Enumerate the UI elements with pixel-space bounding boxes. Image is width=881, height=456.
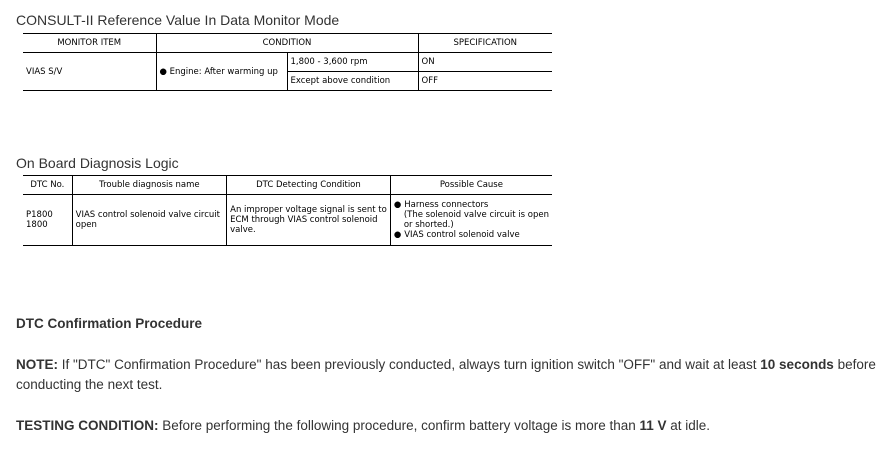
cause-item: ●VIAS control solenoid valve <box>394 230 549 240</box>
bullet-icon: ● <box>393 200 402 210</box>
condition-main-text: Engine: After warming up <box>169 66 278 77</box>
header-possible-cause: Possible Cause <box>390 175 552 195</box>
testing-bold-value: 11 V <box>639 418 667 433</box>
trouble-name-line: open <box>75 220 97 230</box>
condition-sub-cell: Except above condition <box>287 71 419 91</box>
header-monitor-item: MONITOR ITEM <box>23 33 157 53</box>
cause-item: ●Harness connectors <box>394 200 549 210</box>
reference-value-table: MONITOR ITEM CONDITION SPECIFICATION VIA… <box>23 33 552 91</box>
spec-value-cell: OFF <box>421 76 438 86</box>
condition-line: ECM through VIAS control solenoid <box>230 215 378 225</box>
table-row: Except above condition OFF <box>23 71 552 91</box>
cause-subtext: (The solenoid valve circuit is open <box>403 210 549 220</box>
testing-label: TESTING CONDITION: <box>16 418 159 433</box>
monitor-item-cell: VIAS S/V <box>23 52 157 91</box>
dtc-number-cell: P1800 1800 <box>23 194 73 246</box>
testing-paragraph: TESTING CONDITION: Before performing the… <box>16 416 876 436</box>
note-label: NOTE: <box>16 357 58 372</box>
procedure-heading-text: DTC Confirmation Procedure <box>16 316 203 331</box>
diagnosis-logic-table: DTC No. Trouble diagnosis name DTC Detec… <box>23 175 552 246</box>
possible-cause-cell: ●Harness connectors (The solenoid valve … <box>390 195 552 246</box>
dtc-code-alt: 1800 <box>26 220 48 230</box>
procedure-heading: DTC Confirmation Procedure <box>16 314 876 334</box>
condition-line: valve. <box>230 225 256 235</box>
table-row: P1800 1800 VIAS control solenoid valve c… <box>23 194 552 246</box>
note-bold-value: 10 seconds <box>760 357 834 372</box>
cause-text: Harness connectors <box>404 200 489 210</box>
note-paragraph: NOTE: If "DTC" Confirmation Procedure" h… <box>16 355 876 395</box>
dtc-code: P1800 <box>26 210 53 220</box>
header-specification: SPECIFICATION <box>418 33 552 53</box>
cause-subtext: or shorted.) <box>403 220 454 230</box>
condition-sub-cell: 1,800 - 3,600 rpm <box>287 52 419 72</box>
condition-line: An improper voltage signal is sent to <box>230 205 387 215</box>
condition-main-cell: ● Engine: After warming up <box>156 52 288 91</box>
header-detecting-condition: DTC Detecting Condition <box>226 175 391 195</box>
spec-value-cell: ON <box>418 52 552 72</box>
testing-text-end: at idle. <box>666 418 711 433</box>
note-text: If "DTC" Confirmation Procedure" has bee… <box>58 357 761 372</box>
trouble-name-line: VIAS control solenoid valve circuit <box>75 210 220 220</box>
header-dtc-no: DTC No. <box>23 175 73 195</box>
note-text-end: before conducting the next test. <box>16 357 876 392</box>
testing-text: Before performing the following procedur… <box>158 418 640 433</box>
header-trouble-name: Trouble diagnosis name <box>72 175 228 195</box>
detecting-condition-cell: An improper voltage signal is sent to EC… <box>226 194 391 246</box>
trouble-name-cell: VIAS control solenoid valve circuit open <box>72 194 228 246</box>
table-row: VIAS S/V ● Engine: After warming up 1,80… <box>23 52 552 91</box>
section-title-obd: On Board Diagnosis Logic <box>16 155 179 171</box>
header-condition: CONDITION <box>156 33 419 53</box>
bullet-icon: ● <box>393 230 402 240</box>
section-title-consult: CONSULT-II Reference Value In Data Monit… <box>16 12 340 28</box>
bullet-icon: ● <box>159 66 167 77</box>
cause-text: VIAS control solenoid valve <box>404 230 520 240</box>
